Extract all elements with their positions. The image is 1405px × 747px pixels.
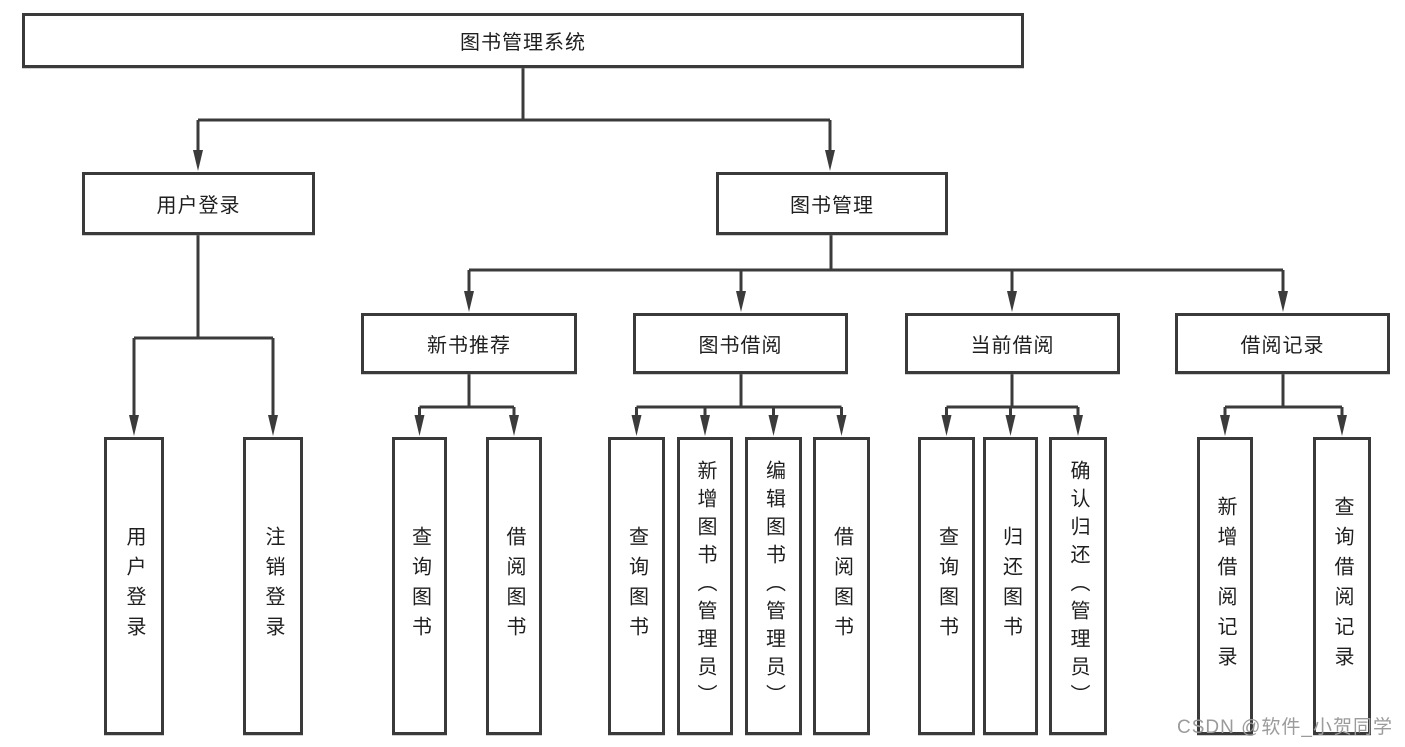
leaf-add-borrow-record: 新增借阅记录 [1197, 437, 1253, 735]
node-user-login: 用户登录 [82, 172, 315, 235]
node-book-borrowing: 图书借阅 [633, 313, 848, 374]
node-borrowing-records: 借阅记录 [1175, 313, 1390, 374]
leaf-borrow-books: 借阅图书 [813, 437, 870, 735]
leaf-query-books-recommend: 查询图书 [392, 437, 447, 735]
leaf-query-books-current: 查询图书 [918, 437, 975, 735]
node-current-borrowing: 当前借阅 [905, 313, 1120, 374]
leaf-edit-books-admin: 编辑图书（管理员） [745, 437, 802, 735]
arrowhead-icons [129, 150, 1347, 436]
node-new-book-recommend: 新书推荐 [361, 313, 577, 374]
leaf-query-books-borrow: 查询图书 [608, 437, 665, 735]
node-book-management: 图书管理 [716, 172, 948, 235]
leaf-return-books: 归还图书 [983, 437, 1038, 735]
leaf-borrow-books-recommend: 借阅图书 [486, 437, 542, 735]
leaf-confirm-return-admin: 确认归还（管理员） [1049, 437, 1107, 735]
leaf-query-borrow-record: 查询借阅记录 [1313, 437, 1371, 735]
leaf-user-login: 用户登录 [104, 437, 164, 735]
csdn-watermark: CSDN @软件_小贺同学 [1177, 717, 1393, 738]
node-root-library-system: 图书管理系统 [22, 13, 1024, 68]
leaf-add-books-admin: 新增图书（管理员） [677, 437, 733, 735]
leaf-logout: 注销登录 [243, 437, 303, 735]
